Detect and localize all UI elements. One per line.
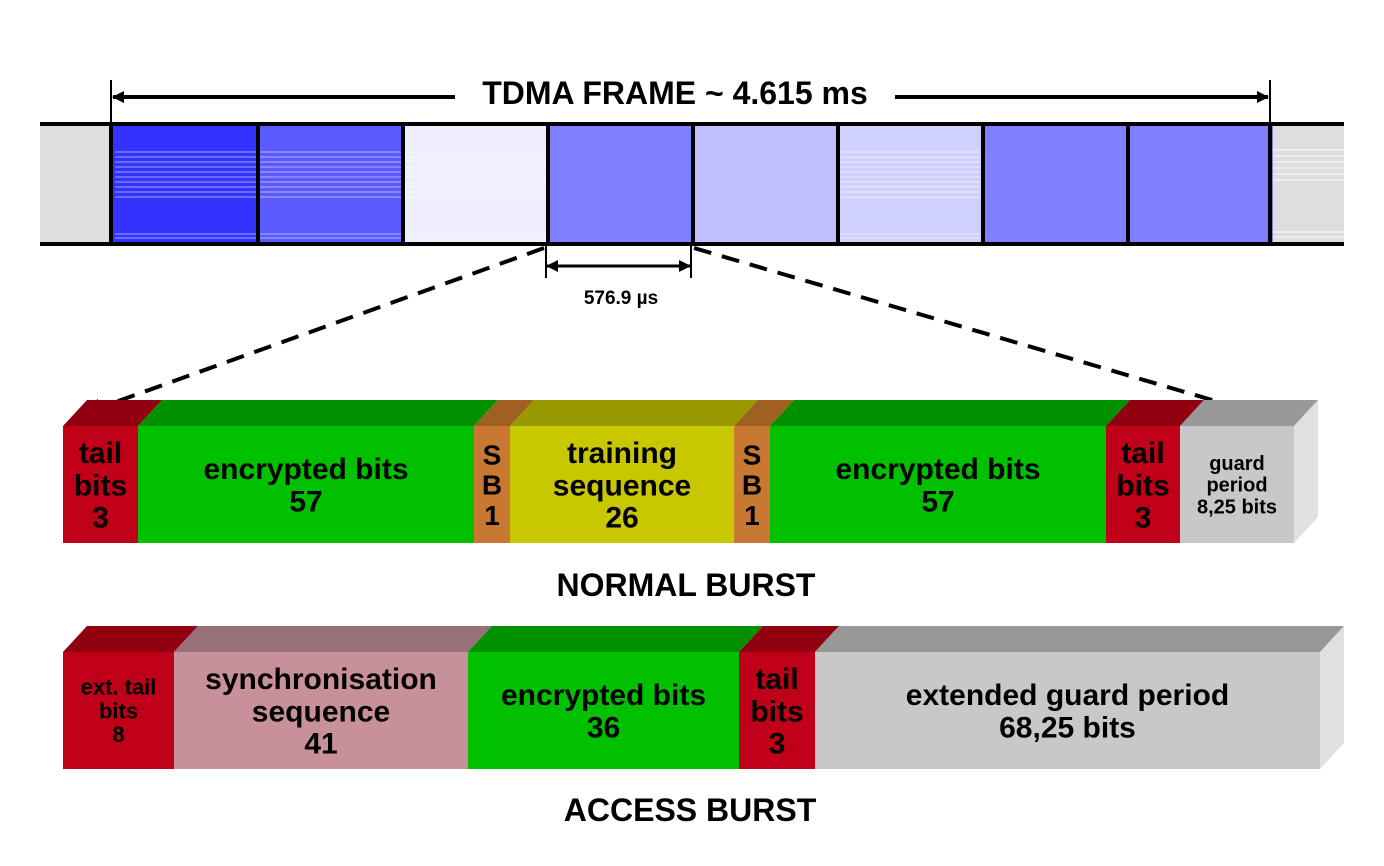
normal-burst-seg-2-top (474, 400, 534, 426)
access-burst-seg-0-line-1: bits (99, 698, 138, 723)
normal-burst-seg-3-line-0: training (567, 437, 677, 470)
frame-title-bg (455, 72, 895, 118)
normal-burst-seg-2-line-0: S (483, 439, 502, 470)
access-burst-seg-1-top (174, 626, 492, 652)
timeslots (113, 126, 1273, 242)
slot-dividers (109, 124, 1272, 244)
timeslot-6 (983, 126, 1128, 242)
normal-burst-seg-0-line-2: 3 (92, 502, 109, 535)
access-burst-seg-1-line-0: synchronisation (205, 663, 437, 696)
access-burst-seg-1 (174, 652, 468, 769)
slot-duration-label: 576.9 µs (584, 288, 658, 309)
normal-burst-seg-1-line-0: encrypted bits (203, 453, 408, 486)
access-burst-seg-3-line-2: 3 (769, 728, 786, 761)
normal-burst-seg-3-line-1: sequence (553, 469, 691, 502)
next-frame-stub-stripes (1272, 149, 1344, 238)
tdma-frame: TDMA FRAME ~ 4.615 ms 576.9 µs (40, 72, 1344, 426)
normal-burst-seg-6-line-2: 3 (1135, 502, 1152, 535)
normal-burst-seg-6 (1106, 426, 1180, 543)
access-burst-seg-3-top (739, 626, 839, 652)
timeslot-2-stripes (405, 151, 546, 239)
normal-burst-seg-0-top (63, 400, 162, 426)
access-burst-seg-3-line-1: bits (750, 695, 803, 728)
normal-burst-seg-7-line-1: period (1206, 475, 1267, 497)
normal-burst-seg-3-line-2: 26 (605, 502, 638, 535)
normal-burst-seg-5 (770, 426, 1106, 543)
access-burst-seg-2-line-1: 36 (587, 712, 620, 745)
normal-burst-seg-6-line-0: tail (1121, 437, 1164, 470)
zoom-line-left (83, 246, 545, 416)
access-burst-seg-3-line-0: tail (755, 663, 798, 696)
normal-burst-seg-0 (63, 426, 138, 543)
normal-burst-seg-1-top (138, 400, 498, 426)
frame-title: TDMA FRAME ~ 4.615 ms (482, 75, 868, 111)
access-burst-seg-2 (468, 652, 739, 769)
zoom-line-right (693, 246, 1289, 426)
access-burst-title: ACCESS BURST (564, 792, 817, 828)
access-burst-seg-4 (815, 652, 1320, 769)
timeslot-4 (693, 126, 838, 242)
timeslot-7 (1128, 126, 1273, 242)
normal-burst-seg-1-line-1: 57 (289, 486, 322, 519)
normal-burst-seg-2-line-2: 1 (484, 500, 500, 531)
normal-burst-seg-0-line-0: tail (79, 437, 122, 470)
normal-burst-seg-6-line-1: bits (1116, 469, 1169, 502)
timeslot-0-stripes (115, 151, 256, 239)
access-burst-seg-2-top (468, 626, 763, 652)
access-burst: ext. tailbits8synchronisationsequence41e… (63, 626, 1344, 769)
normal-burst-seg-0-line-1: bits (74, 469, 127, 502)
normal-burst-seg-1 (138, 426, 474, 543)
access-burst-seg-0-top (63, 626, 198, 652)
normal-burst-seg-7 (1180, 426, 1294, 543)
normal-burst-seg-6-top (1106, 400, 1204, 426)
timeslot-5 (838, 126, 983, 242)
access-burst-side-face (1320, 626, 1344, 769)
access-burst-seg-4-line-0: extended guard period (906, 679, 1229, 712)
timeslot-1-stripes (260, 151, 401, 239)
normal-burst-seg-7-top (1180, 400, 1318, 426)
normal-burst-seg-5-line-0: encrypted bits (835, 453, 1040, 486)
access-burst-seg-1-line-2: 41 (304, 728, 337, 761)
normal-burst-title: NORMAL BURST (557, 567, 816, 603)
normal-burst-seg-3 (510, 426, 734, 543)
normal-burst-seg-7-line-2: 8,25 bits (1197, 496, 1277, 518)
normal-burst-seg-2 (474, 426, 510, 543)
prev-frame-stub (40, 124, 111, 244)
normal-burst-seg-5-line-1: 57 (921, 486, 954, 519)
access-burst-seg-0 (63, 652, 174, 769)
normal-burst-seg-4-top (734, 400, 794, 426)
normal-burst-seg-7-line-0: guard (1209, 453, 1265, 475)
timeslot-3 (548, 126, 693, 242)
access-burst-seg-4-top (815, 626, 1344, 652)
timeslot-1 (258, 126, 403, 242)
access-burst-seg-1-line-1: sequence (252, 695, 390, 728)
normal-burst-seg-4 (734, 426, 770, 543)
normal-burst-seg-4-line-0: S (743, 439, 762, 470)
normal-burst-seg-2-line-1: B (482, 470, 502, 501)
access-burst-seg-4-line-1: 68,25 bits (999, 712, 1136, 745)
normal-burst-seg-5-top (770, 400, 1130, 426)
access-burst-seg-0-line-2: 8 (112, 722, 124, 747)
normal-burst-side-face (1294, 400, 1318, 543)
timeslot-2 (403, 126, 548, 242)
normal-burst-seg-4-line-2: 1 (744, 500, 760, 531)
access-burst-seg-3 (739, 652, 815, 769)
access-burst-seg-2-line-0: encrypted bits (501, 679, 706, 712)
next-frame-stub (1270, 124, 1344, 244)
timeslot-0 (113, 126, 258, 242)
normal-burst-seg-3-top (510, 400, 758, 426)
timeslot-5-stripes (840, 151, 981, 239)
access-burst-seg-0-line-0: ext. tail (81, 675, 157, 700)
normal-burst-seg-4-line-1: B (742, 470, 762, 501)
